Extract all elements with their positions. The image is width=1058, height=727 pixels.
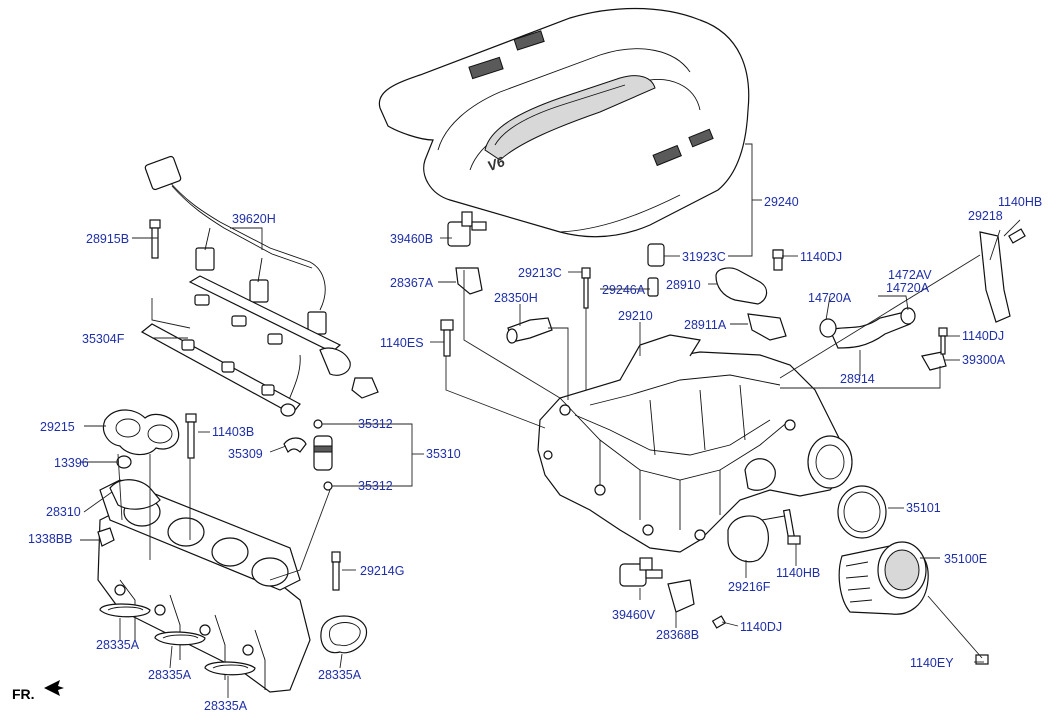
port-gasket-4[interactable] [320, 615, 368, 654]
label-39300A[interactable]: 39300A [962, 353, 1006, 367]
label-28335A-1[interactable]: 28335A [96, 638, 140, 652]
bolt-28915B[interactable] [149, 219, 161, 259]
bolt-1140DJ-lower[interactable] [711, 615, 727, 629]
label-35312-lower[interactable]: 35312 [358, 479, 393, 493]
label-39460V[interactable]: 39460V [612, 608, 656, 622]
bolt-1140ES[interactable] [440, 319, 454, 357]
label-28335A-3[interactable]: 28335A [204, 699, 248, 713]
label-29213C[interactable]: 29213C [518, 266, 562, 280]
label-28335A-2[interactable]: 28335A [148, 668, 192, 682]
label-29210[interactable]: 29210 [618, 309, 653, 323]
label-1140DJ-lower[interactable]: 1140DJ [740, 620, 783, 634]
label-1338BB[interactable]: 1338BB [28, 532, 73, 546]
label-28914[interactable]: 28914 [840, 372, 875, 386]
fuel-rail-upper[interactable] [188, 275, 379, 411]
throttle-gasket-35101[interactable] [837, 485, 887, 539]
label-1140HB-top[interactable]: 1140HB [998, 195, 1043, 209]
bolt-1140DJ-top[interactable] [772, 249, 784, 259]
label-1140HB-lower[interactable]: 1140HB [776, 566, 821, 580]
label-1140EY[interactable]: 1140EY [910, 656, 954, 670]
label-29218[interactable]: 29218 [968, 209, 1003, 223]
arrow-fr-icon [44, 680, 64, 696]
sensor-39300A[interactable] [921, 351, 947, 371]
throttle-body-35100E[interactable] [838, 541, 929, 615]
label-31923C[interactable]: 31923C [682, 250, 726, 264]
wiring-harness[interactable] [144, 155, 327, 335]
port-gasket-2[interactable] [154, 631, 206, 646]
label-28367A[interactable]: 28367A [390, 276, 434, 290]
gasket-29215[interactable] [102, 409, 180, 456]
label-11403B[interactable]: 11403B [212, 425, 255, 439]
label-39620H[interactable]: 39620H [232, 212, 276, 226]
label-29215[interactable]: 29215 [40, 420, 75, 434]
label-28368B[interactable]: 28368B [656, 628, 700, 642]
bolt-1140DJ-right[interactable] [938, 327, 948, 355]
bolt-1140HB-lower[interactable] [787, 535, 801, 545]
label-29214G[interactable]: 29214G [360, 564, 405, 578]
label-14720A-right[interactable]: 14720A [886, 281, 930, 295]
label-35312-upper[interactable]: 35312 [358, 417, 393, 431]
label-28915B[interactable]: 28915B [86, 232, 130, 246]
label-35100E[interactable]: 35100E [944, 552, 988, 566]
label-35304F[interactable]: 35304F [82, 332, 125, 346]
bracket-28367A[interactable] [455, 267, 483, 295]
cover-emblem: V6 [485, 153, 507, 174]
fuel-injector[interactable] [283, 419, 333, 491]
label-1140DJ-top[interactable]: 1140DJ [800, 250, 843, 264]
label-29246A[interactable]: 29246A [602, 283, 646, 297]
label-28350H[interactable]: 28350H [494, 291, 538, 305]
pcv-valve-28910[interactable] [715, 249, 783, 305]
bolt-1140EY[interactable] [975, 654, 989, 665]
valve-29246A[interactable] [647, 277, 659, 297]
cap-31923C[interactable] [647, 243, 665, 267]
label-35101[interactable]: 35101 [906, 501, 941, 515]
label-14720A[interactable]: 14720A [808, 291, 852, 305]
bracket-28911A[interactable] [747, 313, 787, 341]
label-28335A-4[interactable]: 28335A [318, 668, 362, 682]
label-28911A[interactable]: 28911A [684, 318, 727, 332]
label-35310[interactable]: 35310 [426, 447, 461, 461]
label-13396[interactable]: 13396 [54, 456, 89, 470]
label-1140DJ-right[interactable]: 1140DJ [962, 329, 1005, 343]
actuator-29216F[interactable] [727, 508, 796, 563]
label-29216F[interactable]: 29216F [728, 580, 771, 594]
label-35309[interactable]: 35309 [228, 447, 263, 461]
bolt-1140HB-top[interactable] [1008, 228, 1026, 244]
solenoid-valve-lower[interactable] [619, 557, 663, 587]
solenoid-valve-upper[interactable] [447, 211, 487, 247]
breather-hose-28914[interactable] [829, 311, 911, 349]
lower-intake-manifold[interactable] [97, 479, 311, 693]
clamp-14720A[interactable] [819, 307, 916, 338]
port-gasket-1[interactable] [99, 603, 151, 618]
label-28910[interactable]: 28910 [666, 278, 701, 292]
bolt-11403B[interactable] [185, 413, 197, 459]
label-1140ES[interactable]: 1140ES [380, 336, 424, 350]
engine-cover[interactable]: V6 [378, 7, 750, 238]
label-29240[interactable]: 29240 [764, 195, 799, 209]
fuel-rail-lower[interactable] [140, 323, 301, 417]
label-1472AV[interactable]: 1472AV [888, 268, 932, 282]
gasket-28310[interactable] [109, 479, 161, 510]
leader-lines [80, 143, 1021, 698]
hose-fitting-28350H[interactable] [506, 317, 553, 344]
bracket-28368B[interactable] [667, 579, 695, 613]
stud-29213C[interactable] [581, 267, 591, 309]
nut-1338BB[interactable] [97, 527, 115, 547]
intake-plenum[interactable] [537, 334, 853, 553]
label-39460B[interactable]: 39460B [390, 232, 434, 246]
stud-29214G[interactable] [331, 551, 341, 591]
label-28310[interactable]: 28310 [46, 505, 81, 519]
port-gasket-3[interactable] [204, 661, 256, 676]
